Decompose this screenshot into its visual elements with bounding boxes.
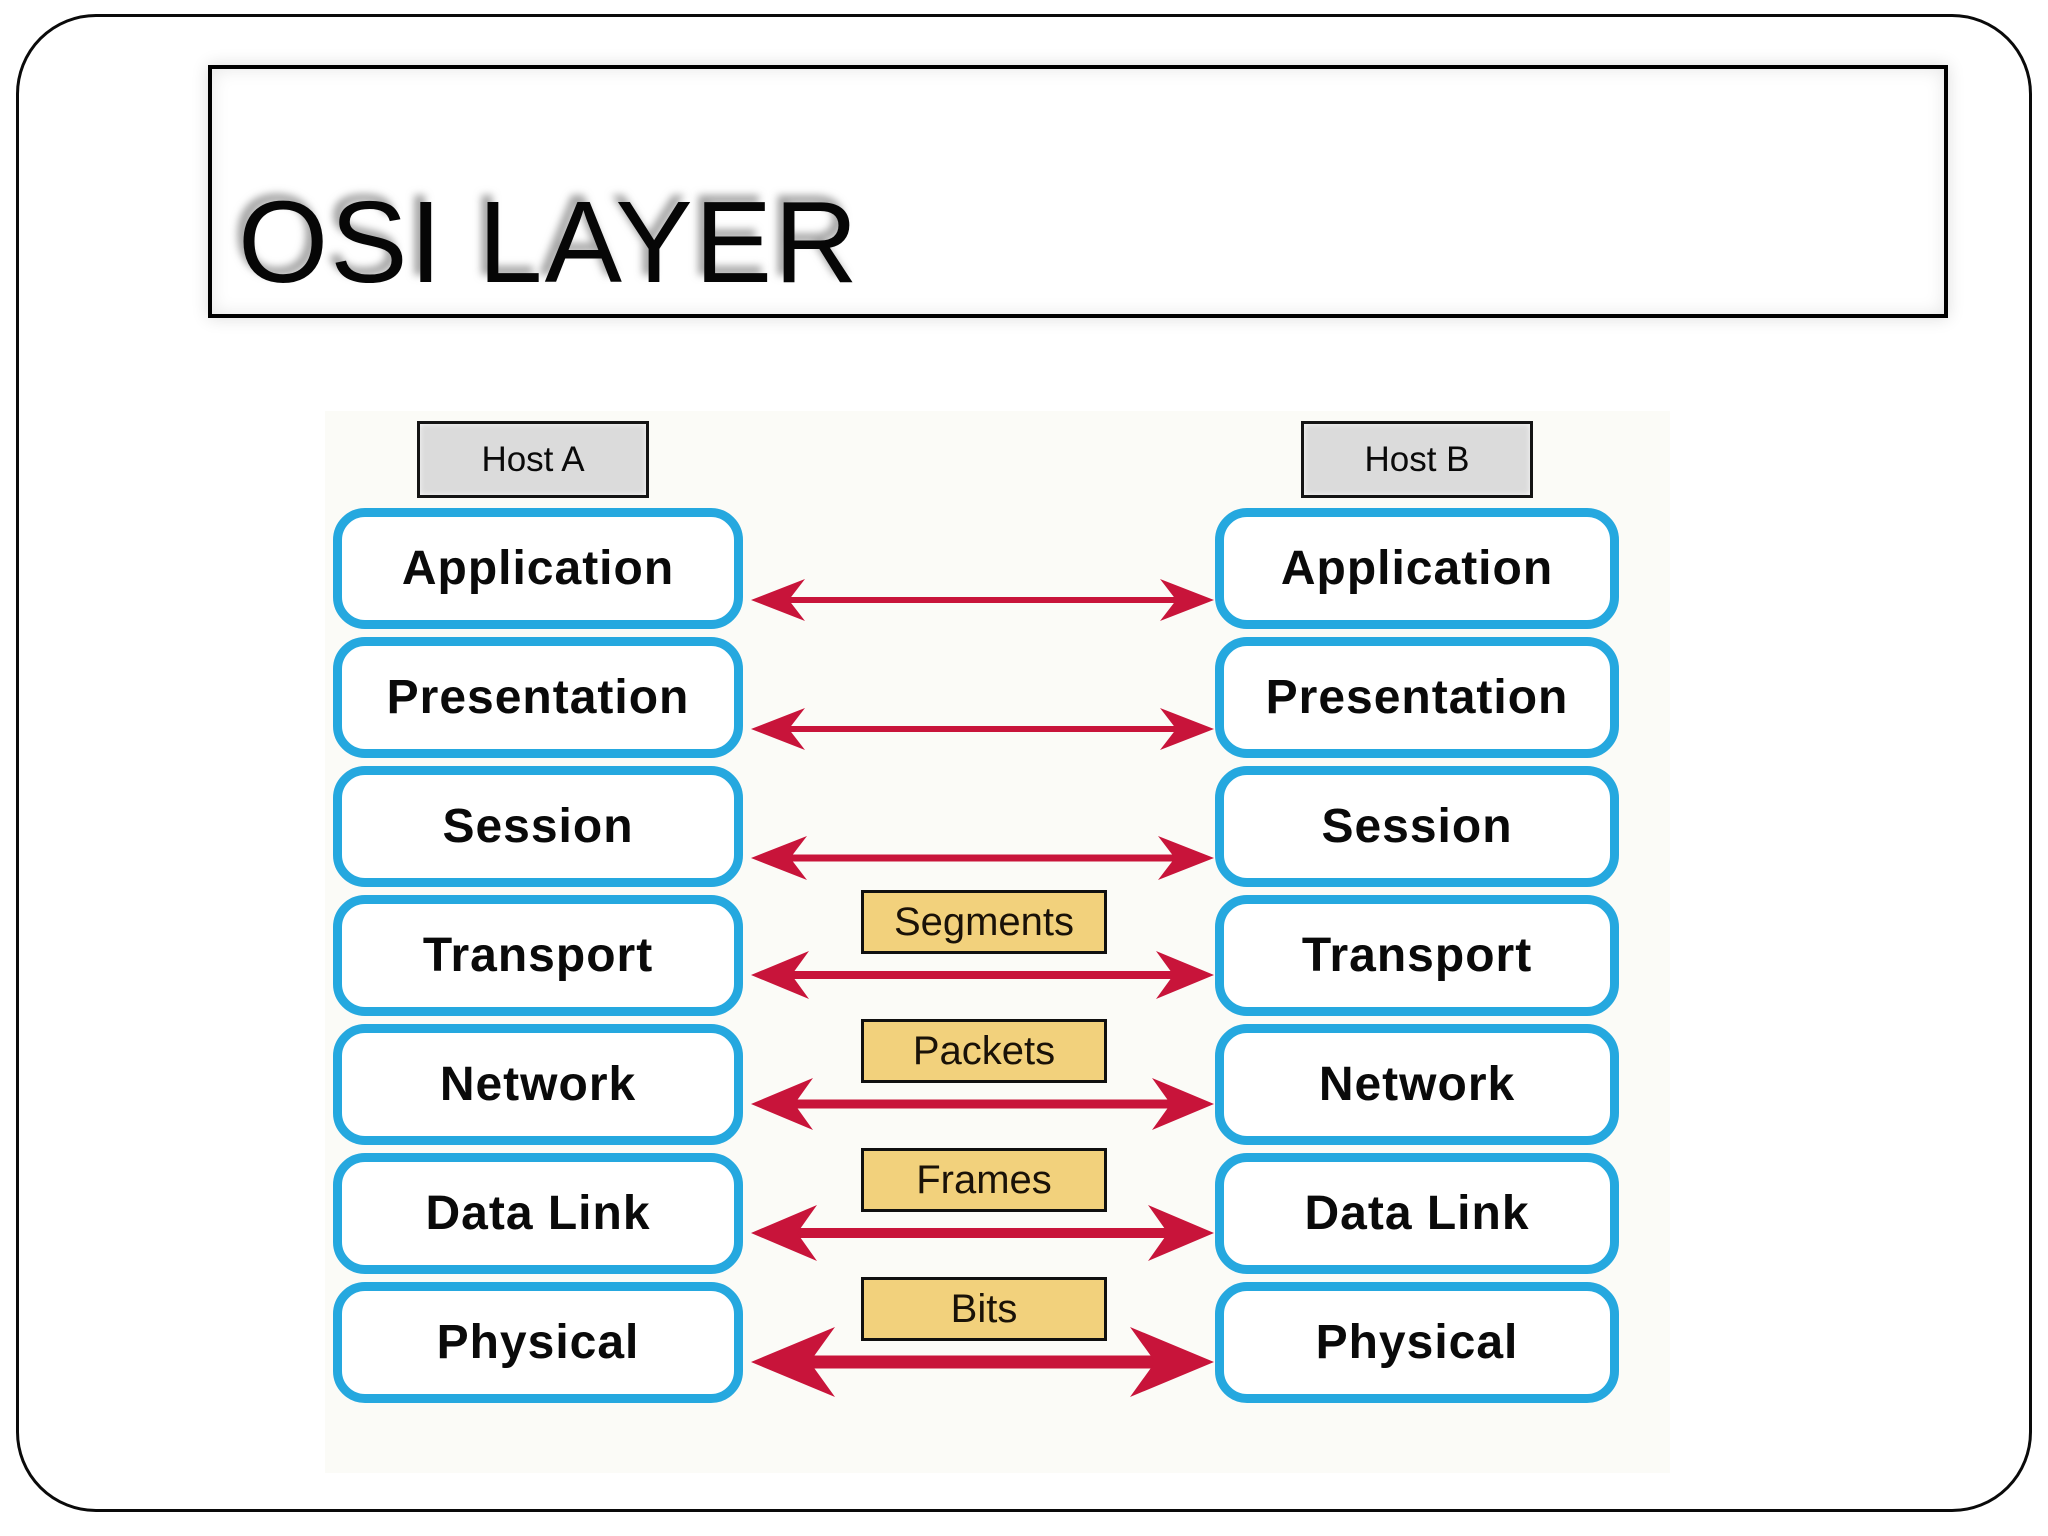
layer-box-physical-host-a: Physical [333,1282,743,1403]
title-box: OSI LAYER [208,65,1948,318]
layer-box-data-link-host-b: Data Link [1215,1153,1619,1274]
layer-box-presentation-host-b: Presentation [1215,637,1619,758]
layer-box-session-host-b: Session [1215,766,1619,887]
peer-arrow-physical [751,1327,1214,1397]
pdu-label-frames: Frames [861,1148,1107,1212]
slide-title: OSI LAYER [238,177,860,307]
peer-arrow-session [751,836,1214,880]
layer-box-transport-host-a: Transport [333,895,743,1016]
layer-box-network-host-a: Network [333,1024,743,1145]
layer-box-data-link-host-a: Data Link [333,1153,743,1274]
layer-box-application-host-a: Application [333,508,743,629]
pdu-label-packets: Packets [861,1019,1107,1083]
layer-box-transport-host-b: Transport [1215,895,1619,1016]
layer-box-physical-host-b: Physical [1215,1282,1619,1403]
peer-arrow-network [751,1078,1214,1130]
layer-box-network-host-b: Network [1215,1024,1619,1145]
layer-box-application-host-b: Application [1215,508,1619,629]
pdu-label-bits: Bits [861,1277,1107,1341]
host-a-label: Host A [417,421,649,498]
peer-arrow-application [751,579,1214,621]
peer-arrow-presentation [751,708,1214,750]
layer-box-session-host-a: Session [333,766,743,887]
layer-box-presentation-host-a: Presentation [333,637,743,758]
peer-arrow-transport [751,951,1214,999]
peer-arrow-data-link [751,1205,1214,1261]
host-b-label: Host B [1301,421,1533,498]
pdu-label-segments: Segments [861,890,1107,954]
